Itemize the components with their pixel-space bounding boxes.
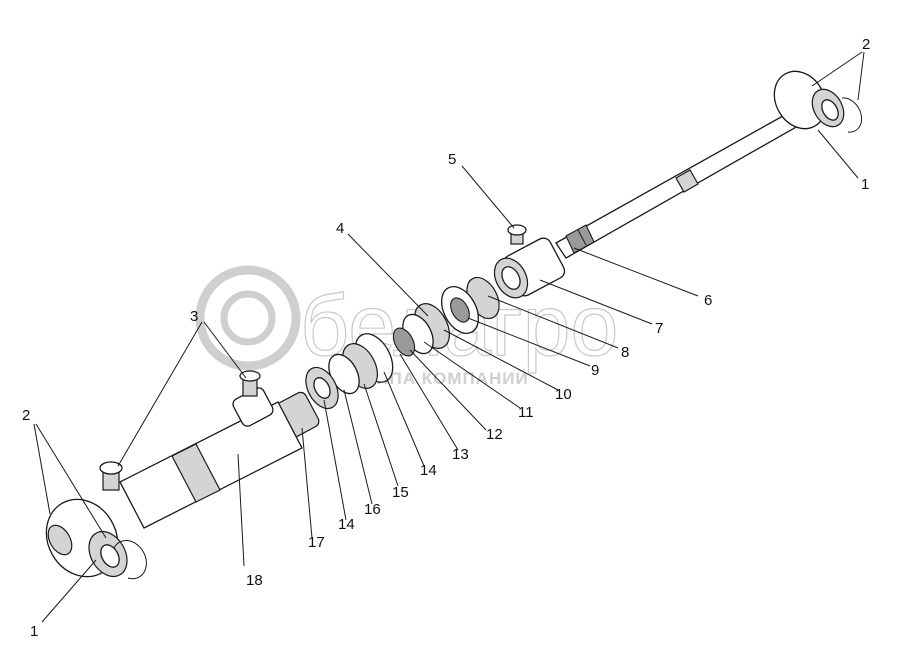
seal-ring-9-bore <box>450 297 470 323</box>
barrel-port-cap <box>239 370 261 382</box>
piston-rod <box>555 111 799 259</box>
leader-2-left-b <box>35 423 107 539</box>
barrel-eye-bore <box>100 544 120 568</box>
leader-5 <box>461 165 515 229</box>
gland-nut-bore <box>501 266 521 290</box>
seal-ring-12 <box>392 327 416 357</box>
gland-nut-assembly <box>493 224 566 299</box>
seal-stack <box>274 276 500 439</box>
leader-4 <box>347 233 429 317</box>
callout-6: 6 <box>704 292 712 309</box>
rod-body <box>555 111 799 259</box>
callout-5: 5 <box>448 151 456 168</box>
callout-12: 12 <box>486 426 503 443</box>
barrel-rear-fitting-cap <box>99 461 123 475</box>
callout-14b: 14 <box>338 516 355 533</box>
leader-8 <box>487 295 619 349</box>
leader-11 <box>423 341 521 409</box>
barrel-eye-retaining-ring <box>113 540 147 580</box>
callout-14a: 14 <box>420 462 437 479</box>
callout-16: 16 <box>364 501 381 518</box>
callout-15: 15 <box>392 484 409 501</box>
leader-18 <box>237 453 245 567</box>
callout-1-right: 1 <box>861 176 869 193</box>
callout-18: 18 <box>246 572 263 589</box>
callouts: 2 1 5 6 4 7 8 9 10 11 12 13 14 15 16 14 … <box>22 36 870 640</box>
callout-17: 17 <box>308 534 325 551</box>
leader-3-b <box>203 321 247 379</box>
leader-14a <box>383 371 425 467</box>
leader-7 <box>539 279 653 325</box>
callout-10: 10 <box>555 386 572 403</box>
callout-7: 7 <box>655 320 663 337</box>
leader-17 <box>301 427 313 539</box>
callout-13: 13 <box>452 446 469 463</box>
barrel-band <box>171 443 221 503</box>
leader-12 <box>409 349 487 431</box>
leader-13 <box>399 353 459 451</box>
rod-eye-bore <box>821 99 839 121</box>
leader-2-right-b <box>857 51 865 101</box>
leader-1-right <box>817 129 859 179</box>
watermark-logo-ring <box>195 265 301 371</box>
leader-15 <box>363 383 399 487</box>
grease-fitting-cap <box>507 224 527 236</box>
callout-9: 9 <box>591 362 599 379</box>
callout-8: 8 <box>621 344 629 361</box>
callout-4: 4 <box>336 220 344 237</box>
leader-6 <box>573 247 699 297</box>
rod-eye-retaining-ring <box>841 97 863 133</box>
leader-16 <box>343 389 373 505</box>
leader-14b <box>323 399 347 521</box>
callout-2-right: 2 <box>862 36 870 53</box>
barrel-body <box>119 401 303 529</box>
barrel-eye-ring <box>47 524 73 556</box>
barrel-eye-left <box>45 498 147 580</box>
leader-3-a <box>117 321 203 467</box>
leader-lines <box>33 51 865 623</box>
leader-9 <box>467 317 591 367</box>
callout-1-left: 1 <box>30 623 38 640</box>
callout-3: 3 <box>190 308 198 325</box>
rod-band <box>675 169 699 193</box>
rod-thread-line <box>577 229 587 246</box>
callout-11: 11 <box>518 404 534 421</box>
cylinder-barrel <box>99 370 303 529</box>
callout-2-left: 2 <box>22 407 30 424</box>
leader-2-right-a <box>811 51 863 87</box>
piston-ring-14-bore <box>313 377 331 399</box>
leader-10 <box>443 329 559 391</box>
watermark-logo-core <box>220 290 276 346</box>
leader-1-left <box>41 559 97 623</box>
leader-2-left-a <box>33 423 51 515</box>
rod-thread <box>565 224 595 254</box>
